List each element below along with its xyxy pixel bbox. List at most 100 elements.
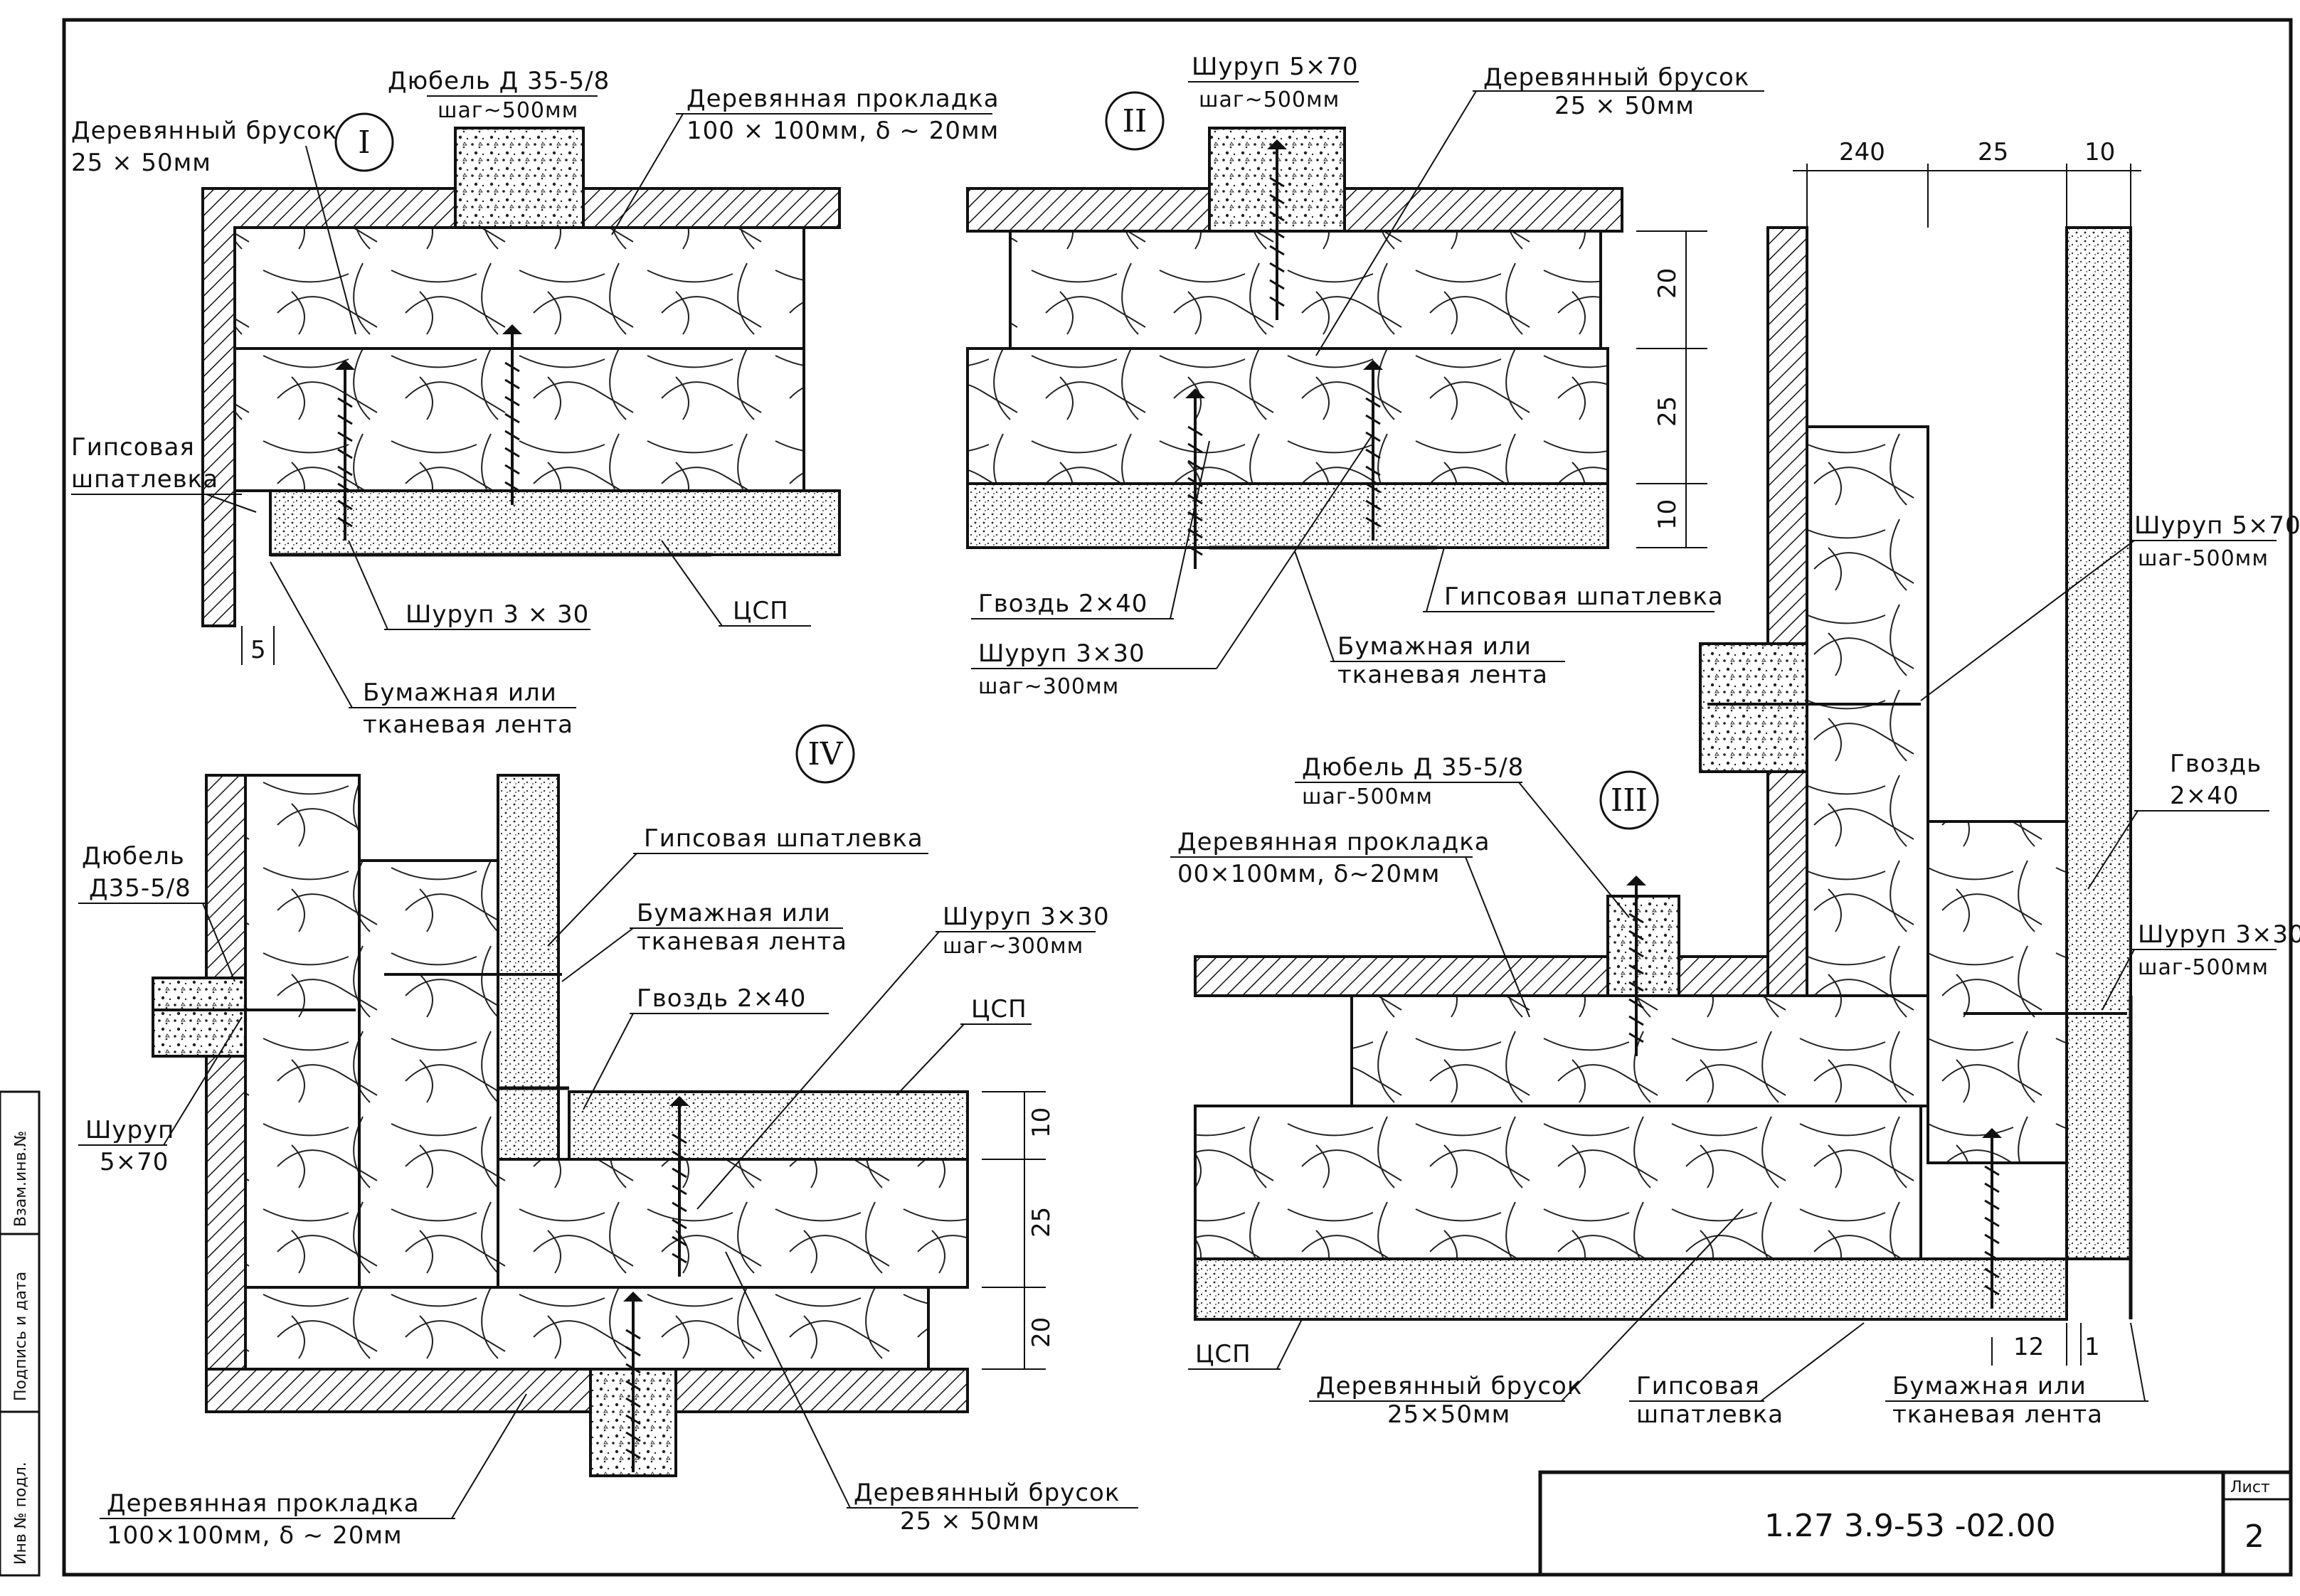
detail-4-wall-horizontal [205, 1368, 969, 1413]
stamp-replace-label: Взам.инв.№ [12, 1131, 30, 1227]
detail-1-dim: 5 [250, 636, 266, 664]
detail-3-roman: III [1611, 782, 1648, 819]
detail-4-csp-label: ЦСП [971, 995, 1027, 1023]
detail-3-csp-leader [1276, 1319, 1303, 1370]
detail-3-dowel-label: Дюбель Д 35-5/8 [1302, 753, 1524, 782]
detail-3-dim-10: 10 [2084, 138, 2115, 166]
detail-2-csp-board [966, 482, 1609, 549]
stamp-inv-label: Инв № подл. [12, 1462, 30, 1565]
detail-4-bar-horizontal [497, 1158, 969, 1289]
detail-3-nail-leader [2087, 810, 2139, 890]
detail-3-screw-5x70-step: шаг-500мм [2138, 546, 2269, 571]
detail-4-nail-leader [583, 1013, 634, 1110]
detail-3-pad-size: 00×100мм, δ~20мм [1177, 860, 1440, 888]
detail-1-marker [334, 112, 394, 172]
detail-3-screw-3x30-label: Шуруп 3×30 [2138, 920, 2300, 949]
detail-1-dowel-label: Дюбель Д 35-5/8 [388, 67, 610, 95]
detail-4-dim-10: 10 [1027, 1107, 1056, 1138]
detail-3-bar-vertical [1927, 820, 2068, 1164]
detail-4-bar-label: Деревянный брусок [854, 1479, 1120, 1507]
detail-4-screw-leader [696, 931, 940, 1210]
detail-1-pad-leader [611, 113, 684, 235]
detail-3-screw-3x30-leader [2102, 949, 2135, 1011]
detail-1-screw-leader [348, 540, 388, 630]
detail-1-bar-label: Деревянный брусок [71, 117, 337, 145]
detail-2-tape-2: тканевая лента [1337, 661, 1548, 689]
detail-1-putty-leader [206, 494, 257, 513]
detail-4-bar-vertical [358, 859, 499, 1317]
sheet-number: 2 [2245, 1518, 2264, 1555]
detail-2-dim-25: 25 [1653, 396, 1682, 427]
detail-3-bar-leader [1561, 1208, 1744, 1402]
detail-4-csp-horizontal [568, 1090, 969, 1161]
detail-4-wall-plug [152, 977, 247, 1058]
detail-4-nail-label: Гвоздь 2×40 [637, 984, 806, 1013]
detail-4-screw5-2: 5×70 [100, 1148, 169, 1176]
detail-3-csp-label: ЦСП [1195, 1340, 1251, 1368]
detail-1-pad-size: 100 × 100мм, δ ~ 20мм [687, 117, 999, 145]
detail-1-csp-label: ЦСП [733, 597, 789, 625]
sheet-label: Лист [2230, 1479, 2270, 1496]
detail-3-putty-leader [1760, 1322, 1865, 1402]
detail-3-wall-horizontal [1194, 955, 1769, 997]
detail-2-putty-label: Гипсовая шпатлевка [1444, 582, 1724, 611]
stamp-frame [0, 1090, 41, 1577]
detail-1-csp-leader [661, 540, 723, 627]
document-code: 1.27 3.9-53 -02.00 [1764, 1508, 2056, 1544]
detail-4-dim-20: 20 [1027, 1317, 1056, 1348]
detail-3-bar-size: 25×50мм [1387, 1400, 1510, 1429]
detail-2-tape-leader [1294, 550, 1335, 662]
stamp-column: Инв № подл. Подпись и дата Взам.инв.№ [0, 1090, 41, 1577]
detail-3-dim-1: 1 [2084, 1333, 2100, 1361]
detail-4-dowel-2: Д35-5/8 [89, 874, 191, 903]
detail-2-dim-20: 20 [1653, 268, 1682, 299]
detail-3-pad-vertical [1806, 425, 1929, 997]
detail-4-screw-step: шаг~300мм [943, 934, 1083, 959]
detail-2: 20 25 10 II Шуруп 5×70 шаг~500мм Деревян… [966, 53, 1764, 699]
detail-2-tape-1: Бумажная или [1337, 632, 1532, 661]
title-block: 1.27 3.9-53 -02.00 Лист 2 [1538, 1470, 2293, 1577]
detail-2-bar-leader [1315, 90, 1477, 356]
detail-3-tape-2: тканевая лента [1892, 1400, 2103, 1429]
detail-3-dim-240: 240 [1839, 138, 1885, 166]
detail-3-csp-horizontal [1194, 1257, 2068, 1321]
detail-4-tape-1: Бумажная или [637, 899, 831, 927]
detail-4-tape-leader [561, 927, 634, 982]
detail-3-marker [1599, 770, 1659, 830]
detail-1: I Дюбель Д 35-5/8 шаг~500мм Деревянный б… [71, 67, 1000, 739]
detail-2-marker [1105, 91, 1165, 151]
detail-1-pad [233, 226, 805, 350]
detail-4-wall-vertical [205, 774, 247, 1371]
detail-4-putty-label: Гипсовая шпатлевка [644, 824, 923, 853]
detail-3-pad-label: Деревянная прокладка [1177, 828, 1490, 856]
detail-2-screw-top-step: шаг~500мм [1199, 87, 1340, 112]
detail-3-nail-2: 2×40 [2170, 782, 2239, 810]
detail-3-tape-1: Бумажная или [1892, 1372, 2087, 1400]
detail-4-screw5-leader [163, 1016, 243, 1146]
detail-1-tape-1: Бумажная или [363, 679, 557, 707]
detail-4-csp-vertical [497, 774, 560, 1161]
detail-2-putty-leader [1426, 547, 1445, 612]
detail-1-tape-leader [270, 561, 353, 708]
detail-1-bar-leader [305, 145, 356, 335]
detail-2-nail-leader [1170, 440, 1210, 619]
detail-4-screw5-1: Шуруп [85, 1116, 174, 1144]
detail-2-screw-top-label: Шуруп 5×70 [1192, 53, 1359, 81]
detail-3-screw-3x30-step: шаг-500мм [2138, 955, 2269, 980]
detail-4-pad-horizontal [244, 1286, 930, 1371]
detail-2-screw-step: шаг~300мм [978, 674, 1119, 699]
detail-1-bar [233, 347, 805, 492]
title-block-frame [1538, 1470, 2293, 1577]
detail-4-screw-label: Шуруп 3×30 [943, 903, 1110, 931]
detail-3-nail-1: Гвоздь [2170, 750, 2262, 778]
detail-1-pad-label: Деревянная прокладка [687, 85, 1000, 113]
detail-3-tape-leader [2130, 1322, 2146, 1402]
detail-3-dowel-step: шаг-500мм [1302, 784, 1433, 809]
stamp-signature-label: Подпись и дата [12, 1272, 30, 1401]
detail-4-roman: IV [807, 736, 843, 772]
detail-3-wall-vertical [1766, 226, 1808, 997]
detail-3-pad-horizontal [1350, 994, 1929, 1107]
detail-4-dowel-leader [202, 903, 235, 982]
detail-3-floor-plug [1606, 895, 1680, 997]
